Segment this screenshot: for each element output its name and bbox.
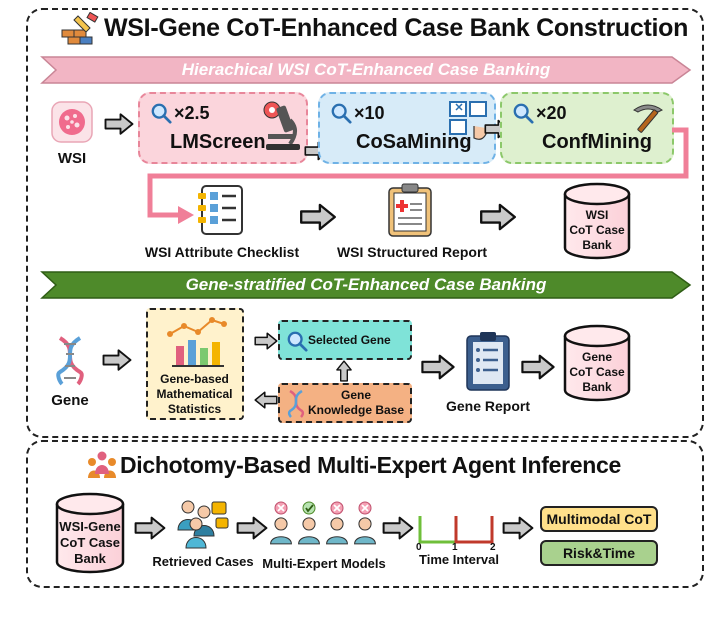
wsi-banner [40,55,692,85]
arrow-checklist-to-report [298,203,338,231]
lmscreen-label: LMScreen [170,131,266,153]
arrow-knowledge-to-stats [254,390,278,410]
wsi-banner-text: Hierachical WSI CoT-Enhanced Case Bankin… [181,60,551,79]
wsi-bank-line3: Bank [582,238,612,252]
gene-report-clipboard-icon [464,330,512,392]
arrow-retrieved-to-experts [236,516,268,540]
arrow-gene-to-stats [102,348,132,372]
multi-expert-inference-panel [26,440,704,588]
stats-line1: Gene-based [160,372,229,386]
pickaxe-icon [633,104,663,133]
tick-2: 2 [490,542,496,553]
time-interval-label: Time Interval [419,552,499,567]
knowledge-line1: Gene [340,388,371,402]
gene-banner [40,270,692,300]
wsi-bank-line2: CoT Case [569,223,625,237]
gene-bank-line3: Bank [582,380,612,394]
wsi-slide-icon [50,100,94,144]
checklist-label: WSI Attribute Checklist [144,244,300,260]
wsi-bank-line1: WSI [585,208,609,222]
dna-icon [50,336,90,386]
tick-1: 1 [452,542,458,553]
risk-time-output: Risk&Time [540,540,658,566]
stats-line3: Statistics [167,402,222,416]
selected-gene-label: Selected Gene [308,333,391,347]
confmining-stage: ×20 ConfMining [500,92,674,164]
magnifier-icon [286,330,308,352]
cosamining-magnification: ×10 [354,102,385,123]
arrow-experts-to-interval [382,516,414,540]
pink-connector [147,127,689,224]
arrow-stats-to-selected-gene [254,331,278,351]
stats-box: Gene-based Mathematical Statistics [146,308,244,420]
combined-bank-line3: Bank [74,551,106,566]
gene-case-bank: Gene CoT Case Bank [562,324,632,404]
gene-bank-line2: CoT Case [569,365,625,379]
knowledge-base-box: Gene Knowledge Base [278,383,412,423]
arrow-to-gene-report [420,354,456,380]
wsi-input-label: WSI [57,150,87,167]
time-interval-diagram: 0 1 2 [414,512,504,553]
group-icon [86,450,118,480]
wsi-case-bank: WSI CoT Case Bank [562,182,632,262]
retrieved-cases-icon [176,498,230,550]
arrow-report-to-wsi-bank [478,203,518,231]
arrow-knowledge-to-selected-gene [333,360,355,382]
multimodal-cot-output: Multimodal CoT [540,506,658,532]
experts-label: Multi-Expert Models [262,556,386,571]
knowledge-line2: Knowledge Base [307,403,405,417]
bar-chart-icon [167,317,227,367]
combined-case-bank: WSI-Gene CoT Case Bank [54,492,126,576]
confmining-magnification: ×20 [536,102,567,123]
gene-banner-text: Gene-stratified CoT-Enhanced Case Bankin… [185,275,547,294]
construction-title: WSI-Gene CoT-Enhanced Case Bank Construc… [104,14,689,42]
lmscreen-stage: ×2.5 LMScreen [138,92,308,164]
construction-icon [60,11,100,48]
tick-0: 0 [416,542,422,553]
cosamining-stage: ×10 CoSaMining [318,92,496,164]
combined-bank-line2: CoT Case [60,535,120,550]
experts-group [268,500,380,550]
arrow-to-gene-bank [520,354,556,380]
checklist-icon [194,184,246,236]
gene-report-label: Gene Report [445,398,530,414]
combined-bank-line1: WSI-Gene [59,519,121,534]
structured-report-label: WSI Structured Report [336,244,488,260]
lmscreen-magnification: ×2.5 [174,102,210,123]
inference-title: Dichotomy-Based Multi-Expert Agent Infer… [120,452,621,478]
case-bank-construction-panel [26,8,704,438]
gene-bank-line1: Gene [581,350,612,364]
touch-grid-icon [449,101,487,140]
dna-icon [287,390,305,418]
confmining-label: ConfMining [542,131,652,153]
retrieved-cases-label: Retrieved Cases [152,554,254,569]
arrow-bank-to-retrieved [134,516,166,540]
report-clipboard-icon [386,182,434,238]
selected-gene-box: Selected Gene [278,320,412,360]
gene-input-label: Gene [51,392,89,409]
microscope-icon [263,101,300,150]
arrow-interval-to-outputs [502,516,534,540]
stats-line2: Mathematical [156,387,233,401]
arrow-wsi-to-lmscreen [104,112,134,136]
cosamining-label: CoSaMining [356,131,472,153]
